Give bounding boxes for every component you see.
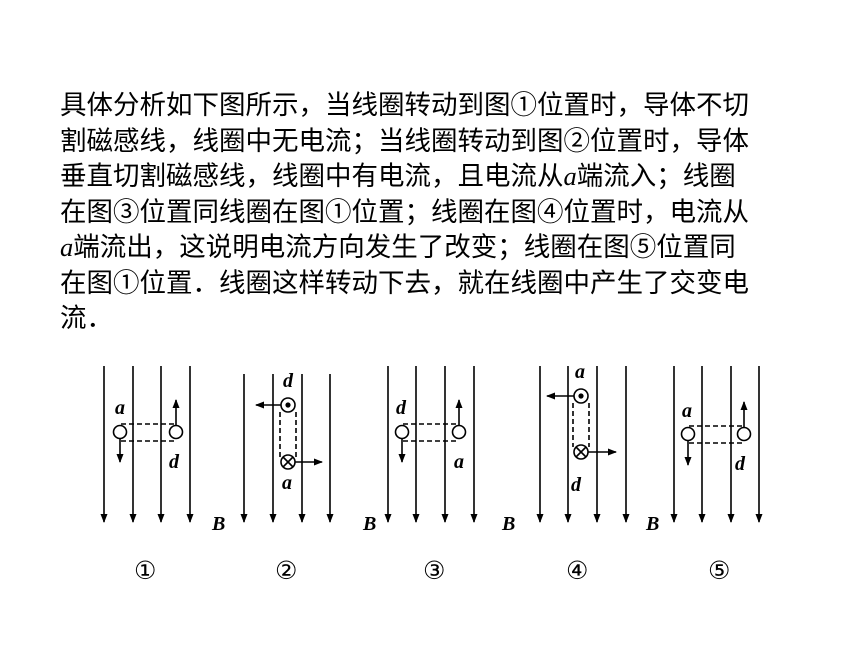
figure-caption: ① [134, 556, 156, 585]
figure-2: B d a ② [211, 370, 334, 585]
figure-caption: ② [275, 556, 297, 585]
field-label-B: B [645, 513, 659, 535]
field-lines [536, 366, 630, 523]
paragraph-line: 垂直切割磁感线，线圈中有电流，且电流从a端流入；线圈 [60, 159, 820, 195]
coil [680, 401, 752, 466]
label-d: d [283, 370, 294, 392]
coil [394, 399, 467, 463]
figure-caption: ③ [423, 556, 445, 585]
field-label-B: B [501, 513, 515, 535]
figure-3: B d a ③ [362, 366, 478, 585]
field-lines [670, 366, 763, 523]
label-a: a [282, 472, 292, 494]
italic-variable: a [563, 161, 577, 191]
italic-variable: a [60, 232, 74, 262]
figure-caption: ⑤ [708, 556, 730, 585]
label-d: d [396, 397, 407, 419]
coil [255, 397, 323, 470]
text-segment: 端流入；线圈 [576, 161, 736, 192]
paragraph-line: 具体分析如下图所示，当线圈转动到图①位置时，导体不切 [60, 88, 820, 124]
label-d: d [735, 453, 746, 475]
coil [546, 388, 617, 460]
field-lines [384, 366, 478, 523]
label-d: d [571, 474, 582, 496]
label-a: a [454, 451, 464, 473]
paragraph-line: a端流出，这说明电流方向发生了改变；线圈在图⑤位置同 [60, 230, 820, 266]
label-a: a [682, 400, 692, 422]
paragraph-line: 割磁感线，线圈中无电流；当线圈转动到图②位置时，导体 [60, 124, 820, 160]
figure-4: B a d ④ [501, 361, 630, 585]
figure-caption: ④ [566, 556, 588, 585]
text-segment: 具体分析如下图所示，当线圈转动到图①位置时，导体不切 [60, 90, 749, 121]
label-a: a [575, 361, 585, 383]
explanation-paragraph: 具体分析如下图所示，当线圈转动到图①位置时，导体不切割磁感线，线圈中无电流；当线… [60, 88, 820, 337]
field-lines [100, 366, 194, 523]
figure-5: B a d ⑤ [645, 366, 763, 585]
paragraph-line: 在图①位置．线圈这样转动下去，就在线圈中产生了交变电 [60, 266, 820, 302]
paragraph-line: 流． [60, 301, 820, 337]
field-label-B: B [362, 513, 376, 535]
label-a: a [115, 397, 125, 419]
text-segment: 在图③位置同线圈在图①位置；线圈在图④位置时，电流从 [60, 196, 749, 228]
figure-1: a d ① [100, 366, 194, 585]
field-label-B: B [211, 513, 225, 535]
text-segment: 在图①位置．线圈这样转动下去，就在线圈中产生了交变电 [60, 267, 749, 299]
coil [112, 399, 184, 463]
text-segment: 割磁感线，线圈中无电流；当线圈转动到图②位置时，导体 [60, 125, 749, 157]
text-segment: 端流出，这说明电流方向发生了改变；线圈在图⑤位置同 [73, 232, 736, 263]
label-d: d [169, 451, 180, 473]
paragraph-line: 在图③位置同线圈在图①位置；线圈在图④位置时，电流从 [60, 195, 820, 231]
text-segment: 流． [60, 303, 113, 334]
field-lines [240, 374, 334, 523]
text-segment: 垂直切割磁感线，线圈中有电流，且电流从 [60, 161, 564, 192]
